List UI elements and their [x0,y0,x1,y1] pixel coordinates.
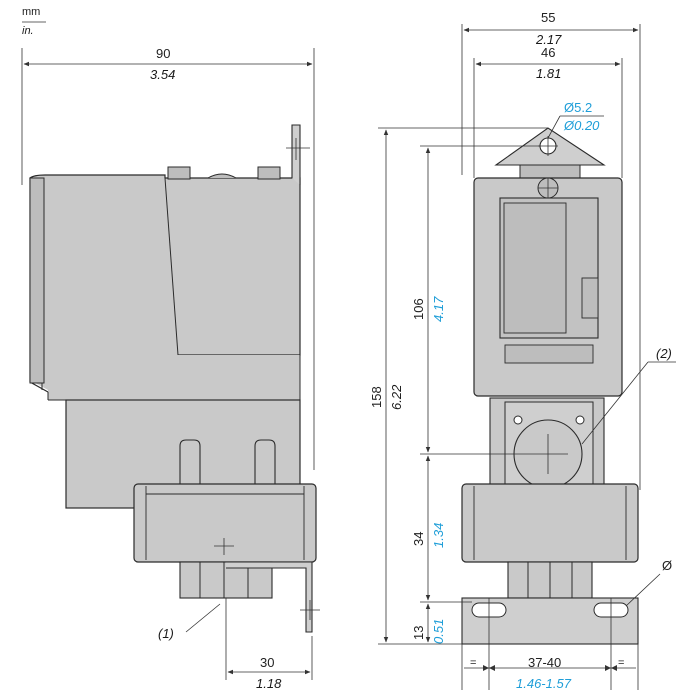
slot-dia-label: Ø [662,558,673,573]
pin-2 [254,439,276,487]
height-total-in: 6.22 [389,384,404,410]
front-width-body-in: 1.81 [536,66,562,81]
equal-mark-right: = [618,657,625,669]
hole-dia-mm: Ø5.2 [564,100,593,115]
height-upper-in: 4.17 [431,296,446,322]
height-upper-mm: 106 [411,298,426,320]
side-width-in: 3.54 [150,67,176,82]
top-nut-1 [167,166,191,180]
callout-2-label: (2) [656,346,672,361]
connector-block [133,483,317,563]
front-width-body-mm: 46 [541,45,556,60]
height-low-in: 0.51 [431,618,446,644]
l-bracket [226,561,313,633]
height-mid-in: 1.34 [431,522,446,548]
callout-1-leader [185,603,221,633]
front-width-total-mm: 55 [541,10,556,25]
slot-spacing-in: 1.46-1.57 [516,676,571,691]
height-total-mm: 158 [369,386,384,408]
slot-dia-leader [625,573,661,607]
side-view [21,48,320,680]
equal-mark-left: = [470,657,477,669]
bracket-in: 1.18 [256,676,282,691]
callout-1-label: (1) [158,626,174,641]
front-view [378,24,676,690]
unit-mm-label: mm [22,6,41,18]
callout-2-leader [581,361,649,445]
height-low-mm: 13 [411,625,426,640]
front-connector-block [461,483,639,563]
slot-spacing-mm: 37-40 [528,655,562,670]
bracket-mm: 30 [260,655,275,670]
height-mid-mm: 34 [411,531,426,546]
unit-in-label: in. [22,25,34,37]
side-width-mm: 90 [156,46,171,61]
pin-1 [179,439,201,487]
top-nut-2 [257,166,281,180]
front-width-total-in: 2.17 [536,32,562,47]
hole-dia-in: Ø0.20 [564,118,600,133]
